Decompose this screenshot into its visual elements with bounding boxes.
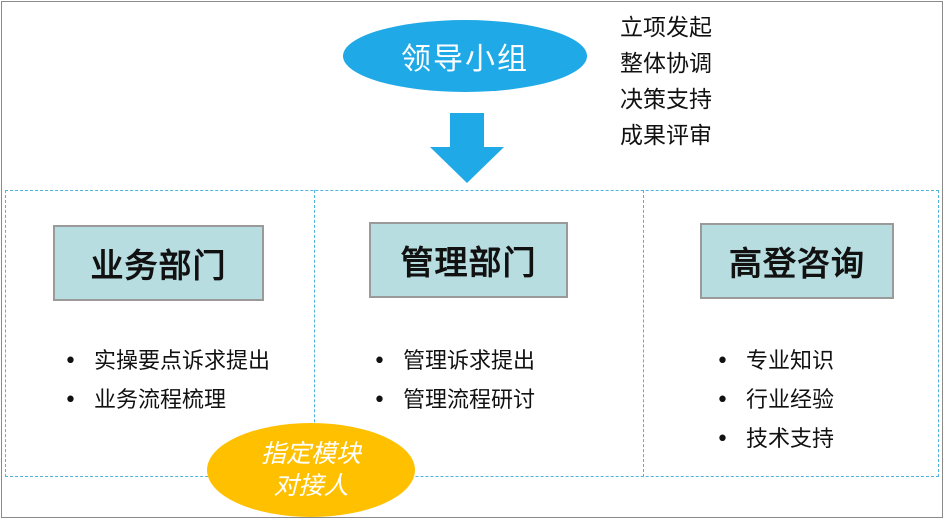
task-item: 技术支持 <box>716 420 834 459</box>
task-item: 实操要点诉求提出 <box>64 342 270 381</box>
business-dept-box: 业务部门 <box>53 225 264 301</box>
consulting-box: 高登咨询 <box>700 223 894 299</box>
leader-group-label: 领导小组 <box>401 42 529 77</box>
consulting-title: 高登咨询 <box>729 244 865 283</box>
leader-duty-item: 整体协调 <box>620 51 712 77</box>
task-item: 管理诉求提出 <box>373 342 535 381</box>
business-dept-tasks: 实操要点诉求提出 业务流程梳理 <box>64 342 270 420</box>
business-dept-title: 业务部门 <box>90 246 227 285</box>
management-dept-tasks: 管理诉求提出 管理流程研讨 <box>373 342 535 420</box>
column-divider <box>314 190 315 477</box>
task-item: 行业经验 <box>716 381 834 420</box>
column-divider <box>643 190 644 477</box>
module-contact-ellipse: 指定模块 对接人 <box>207 423 415 517</box>
module-contact-line2: 对接人 <box>273 471 349 500</box>
leader-duty-item: 成果评审 <box>620 123 712 149</box>
module-contact-line1: 指定模块 <box>260 439 361 468</box>
leader-duties-list: 立项发起 整体协调 决策支持 成果评审 <box>620 10 712 154</box>
leader-duty-item: 立项发起 <box>620 15 712 41</box>
task-item: 管理流程研讨 <box>373 381 535 420</box>
task-item: 专业知识 <box>716 342 834 381</box>
management-dept-box: 管理部门 <box>369 222 568 298</box>
departments-container <box>5 190 939 477</box>
leader-duty-item: 决策支持 <box>620 87 712 113</box>
task-item: 业务流程梳理 <box>64 381 270 420</box>
down-arrow-icon <box>430 113 504 183</box>
leader-group-ellipse: 领导小组 <box>343 20 587 92</box>
consulting-tasks: 专业知识 行业经验 技术支持 <box>716 342 834 459</box>
management-dept-title: 管理部门 <box>400 243 537 282</box>
